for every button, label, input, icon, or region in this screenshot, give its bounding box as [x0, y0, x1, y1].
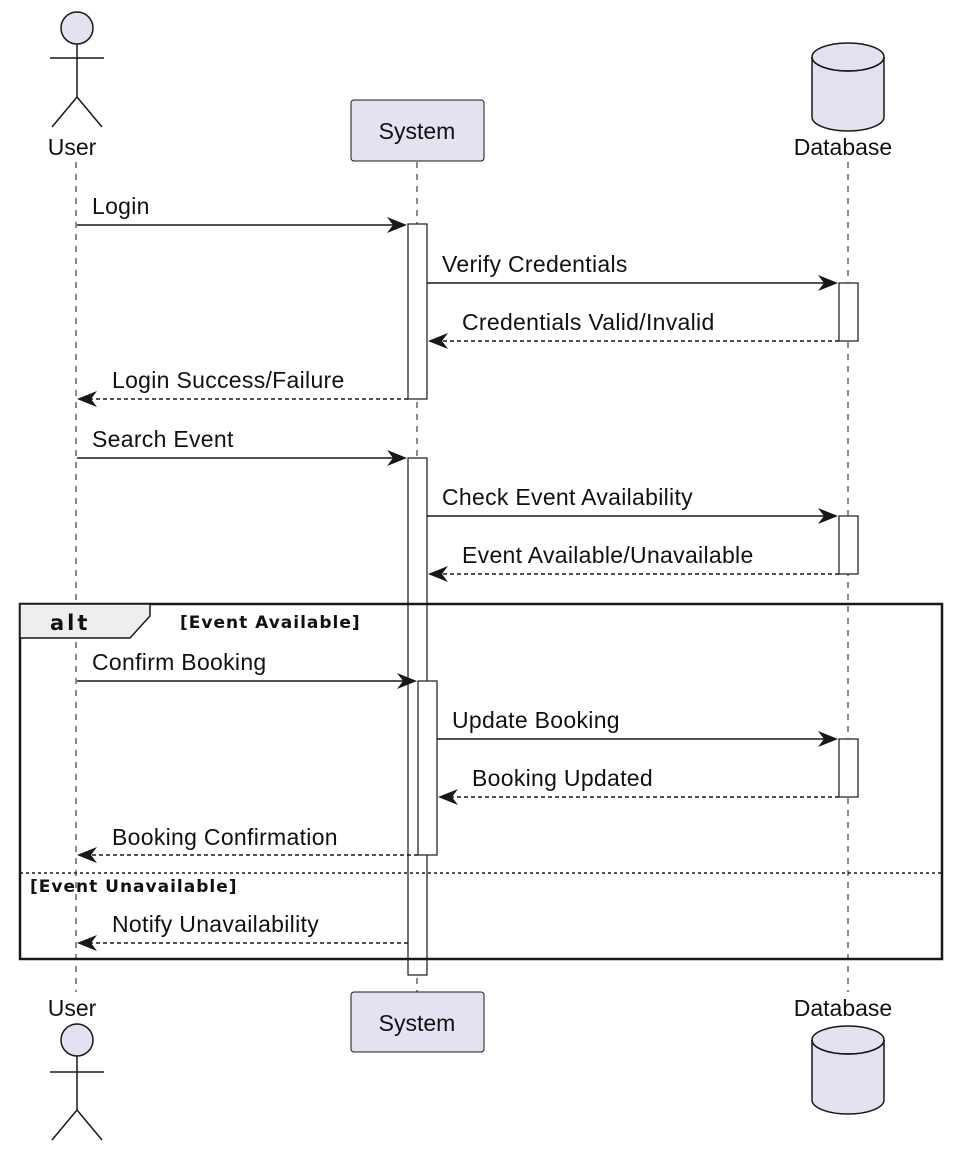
activations [407, 223, 859, 976]
message-label-login-result: Login Success/Failure [112, 367, 345, 393]
messages [77, 217, 839, 951]
alt-operator: alt [50, 611, 90, 635]
message-labels: Login Verify Credentials Credentials Val… [92, 193, 754, 937]
database-activation-3 [838, 738, 859, 798]
database-icon [811, 42, 885, 132]
message-label-update-booking: Update Booking [452, 707, 620, 733]
message-label-availability-result: Event Available/Unavailable [462, 542, 754, 568]
actor-icon [50, 1023, 104, 1141]
message-label-check-availability: Check Event Availability [442, 484, 693, 510]
message-label-booking-confirmation: Booking Confirmation [112, 824, 338, 850]
message-label-booking-updated: Booking Updated [472, 765, 653, 791]
message-label-confirm-booking: Confirm Booking [92, 649, 267, 675]
database-icon [811, 1025, 885, 1115]
message-label-verify-credentials: Verify Credentials [442, 251, 628, 277]
lifelines [75, 162, 849, 992]
actor-icon [50, 11, 104, 128]
database-participant-bottom: Database [794, 995, 892, 1115]
system-participant-bottom: System [350, 991, 485, 1053]
database-label-top: Database [794, 134, 892, 160]
user-label-top: User [48, 134, 97, 160]
system-activation-3 [417, 680, 438, 856]
user-actor-top: User [48, 11, 104, 160]
system-label-bottom: System [379, 1010, 456, 1036]
database-label-bottom: Database [794, 995, 892, 1021]
database-activation-2 [838, 515, 859, 575]
system-activation-1 [407, 223, 428, 400]
message-label-credentials-valid: Credentials Valid/Invalid [462, 309, 715, 335]
alt-fragment: alt [Event Available] [Event Unavailable… [18, 602, 944, 961]
user-actor-bottom: User [48, 995, 104, 1141]
message-label-search-event: Search Event [92, 426, 234, 452]
system-label-top: System [379, 118, 456, 144]
system-participant-top: System [350, 99, 485, 162]
database-participant-top: Database [794, 42, 892, 160]
alt-guard-unavailable: [Event Unavailable] [30, 877, 238, 897]
database-activation-1 [838, 282, 859, 342]
message-label-login: Login [92, 193, 150, 219]
user-label-bottom: User [48, 995, 97, 1021]
alt-guard-available: [Event Available] [180, 613, 361, 633]
message-label-notify-unavailability: Notify Unavailability [112, 911, 319, 937]
